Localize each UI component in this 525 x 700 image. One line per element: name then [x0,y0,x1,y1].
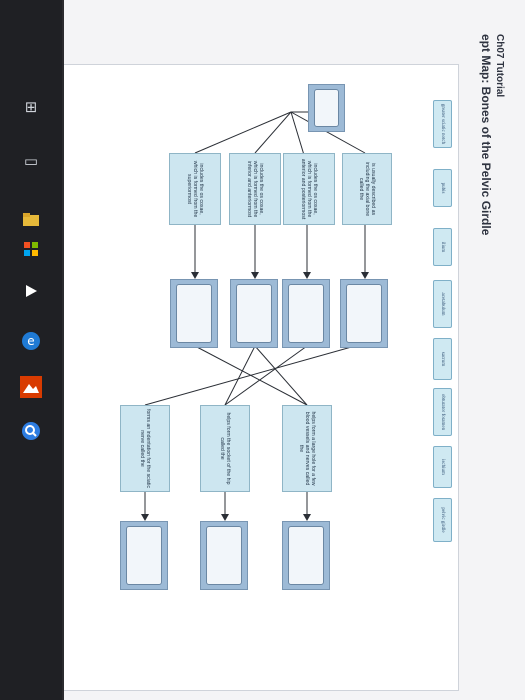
svg-text:e: e [27,334,34,348]
phrase-superior: includes the os coxae, which is formed f… [169,153,221,225]
phrase-indentation: forms an indentation for the sciatic ner… [120,405,170,492]
drop-target-large-hole[interactable] [282,521,330,590]
windows-logo-icon[interactable]: ⊞ [24,98,38,116]
taskbar: ⊞ ▭ e [0,0,62,700]
phrase-inferior-anterior: includes the os coxae, which is formed f… [229,153,281,225]
phrase-large-hole: helps form a large hole for a few blood … [282,405,332,492]
phrase-anterior-posterior: includes the os coxae, which is formed f… [283,153,335,225]
phrase-axial: is usually described as including the ax… [342,153,392,225]
drop-target-axial[interactable] [340,279,388,348]
connector-lines [141,111,369,521]
drop-target-ant-post[interactable] [282,279,330,348]
browser-screen: Ch07 Tutorial ept Map: Bones of the Pelv… [64,0,525,700]
edge-icon[interactable]: e [20,330,42,352]
drop-target-inf-ant[interactable] [230,279,278,348]
drop-target-root[interactable] [308,84,345,132]
rotated-page: Ch07 Tutorial ept Map: Bones of the Pelv… [64,0,525,700]
drop-target-socket[interactable] [200,521,248,590]
search-icon[interactable] [20,420,42,442]
drop-target-indentation[interactable] [120,521,168,590]
task-view-icon[interactable]: ▭ [23,152,39,170]
drop-target-superior[interactable] [170,279,218,348]
file-explorer-icon[interactable] [20,208,42,230]
store-icon[interactable] [20,238,42,260]
media-icon[interactable] [20,280,42,302]
phrase-socket: helps form the socket of the hip called … [200,405,250,492]
photos-icon[interactable] [20,376,42,398]
